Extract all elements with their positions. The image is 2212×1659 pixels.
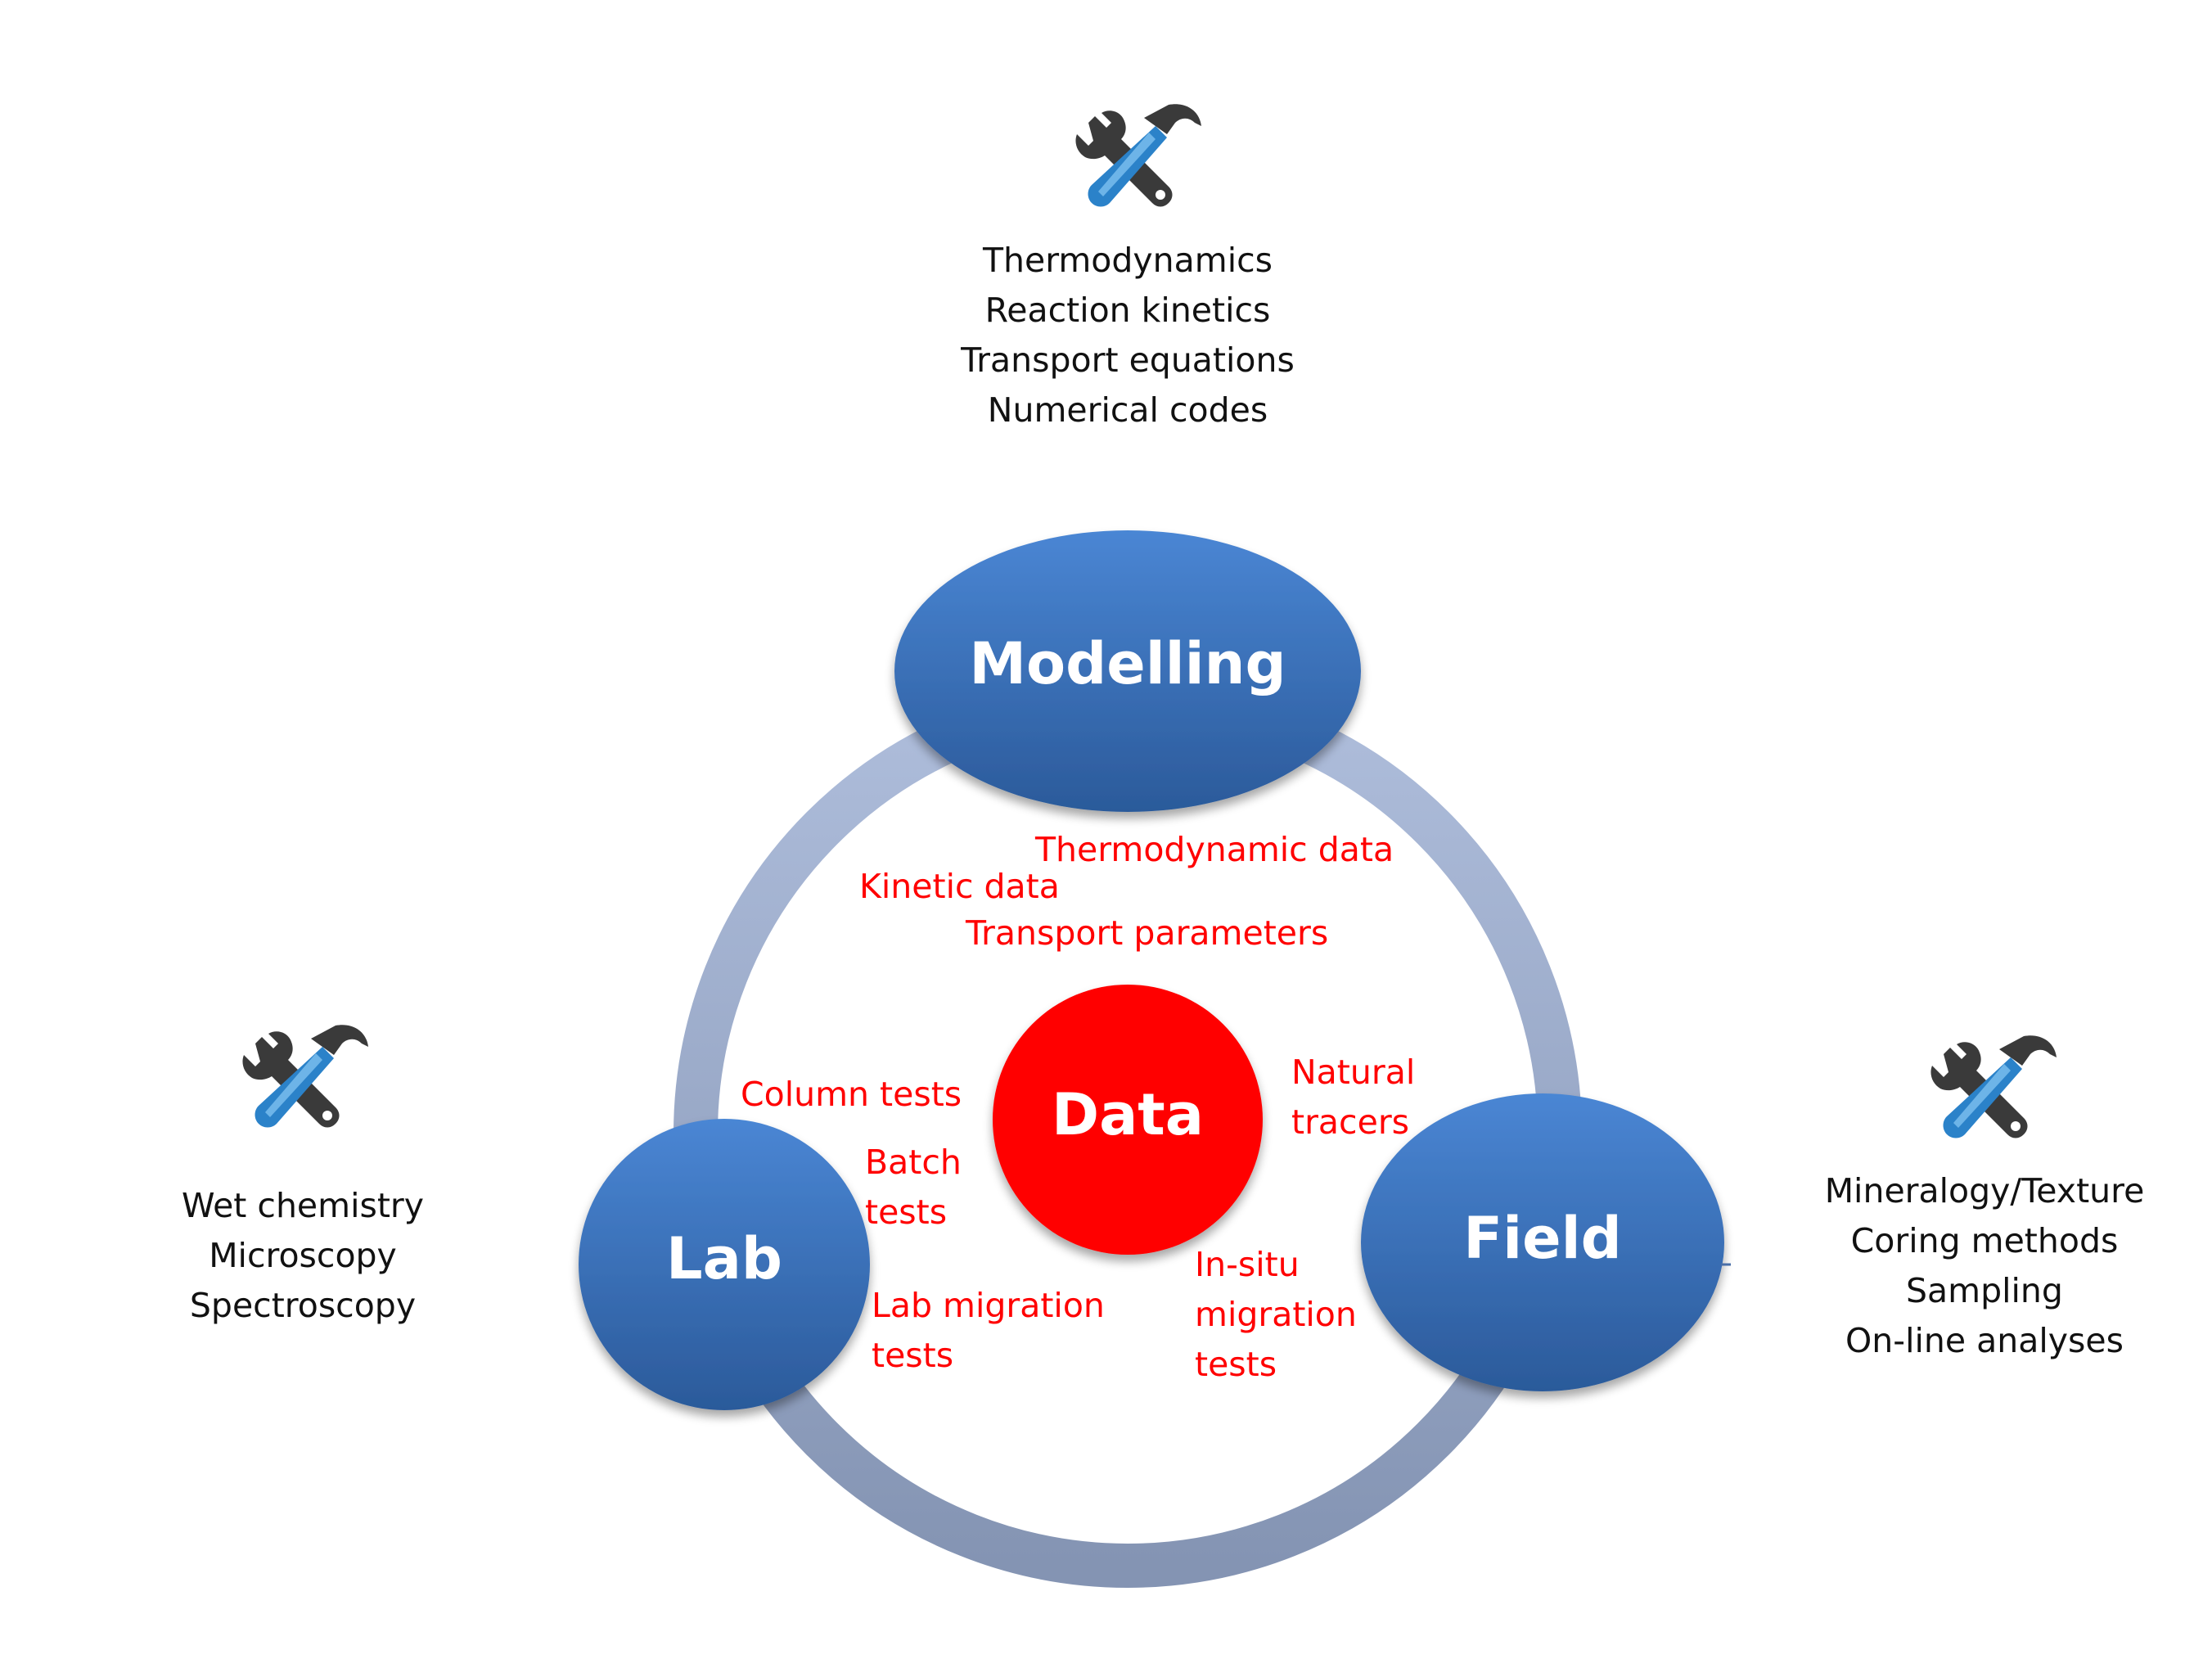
list-item: Numerical codes <box>987 390 1268 430</box>
lab-tools-list: Wet chemistry Microscopy Spectroscopy <box>139 1181 466 1331</box>
modelling-node <box>894 530 1361 812</box>
natural-tracers-label: Natural tracers <box>1291 1053 1416 1142</box>
tools-icon <box>1930 1035 2057 1138</box>
column-tests-label: Column tests <box>741 1075 962 1114</box>
list-item: Thermodynamics <box>982 241 1273 280</box>
insitu-migration-tests-label: In-situ migration tests <box>1195 1245 1357 1384</box>
field-tools-list: Mineralogy/Texture Coring methods Sampli… <box>1800 1166 2169 1366</box>
list-item: Spectroscopy <box>189 1286 417 1325</box>
modelling-tools-list: Thermodynamics Reaction kinetics Transpo… <box>923 236 1332 435</box>
list-item: Transport equations <box>961 340 1295 380</box>
transport-parameters-label: Transport parameters <box>966 913 1329 953</box>
lab-node <box>579 1119 870 1410</box>
list-item: Wet chemistry <box>181 1186 425 1225</box>
thermodynamic-data-label: Thermodynamic data <box>1035 830 1394 869</box>
data-label: Data <box>1051 1081 1205 1148</box>
list-item: Microscopy <box>209 1236 397 1275</box>
tools-icon <box>242 1025 368 1128</box>
lab-migration-tests-label: Lab migration tests <box>872 1286 1105 1375</box>
list-item: Coring methods <box>1850 1221 2119 1260</box>
list-item: On-line analyses <box>1845 1321 2124 1360</box>
list-item: Sampling <box>1906 1271 2063 1310</box>
field-node <box>1361 1093 1724 1391</box>
kinetic-data-label: Kinetic data <box>859 867 1060 906</box>
data-node <box>993 985 1263 1255</box>
list-item: Reaction kinetics <box>984 291 1271 330</box>
list-item: Mineralogy/Texture <box>1824 1171 2145 1210</box>
lab-label: Lab <box>666 1225 782 1292</box>
batch-tests-label: Batch tests <box>865 1143 962 1232</box>
modelling-label: Modelling <box>969 630 1286 697</box>
field-label: Field <box>1463 1205 1622 1272</box>
tools-icon <box>1075 104 1201 207</box>
